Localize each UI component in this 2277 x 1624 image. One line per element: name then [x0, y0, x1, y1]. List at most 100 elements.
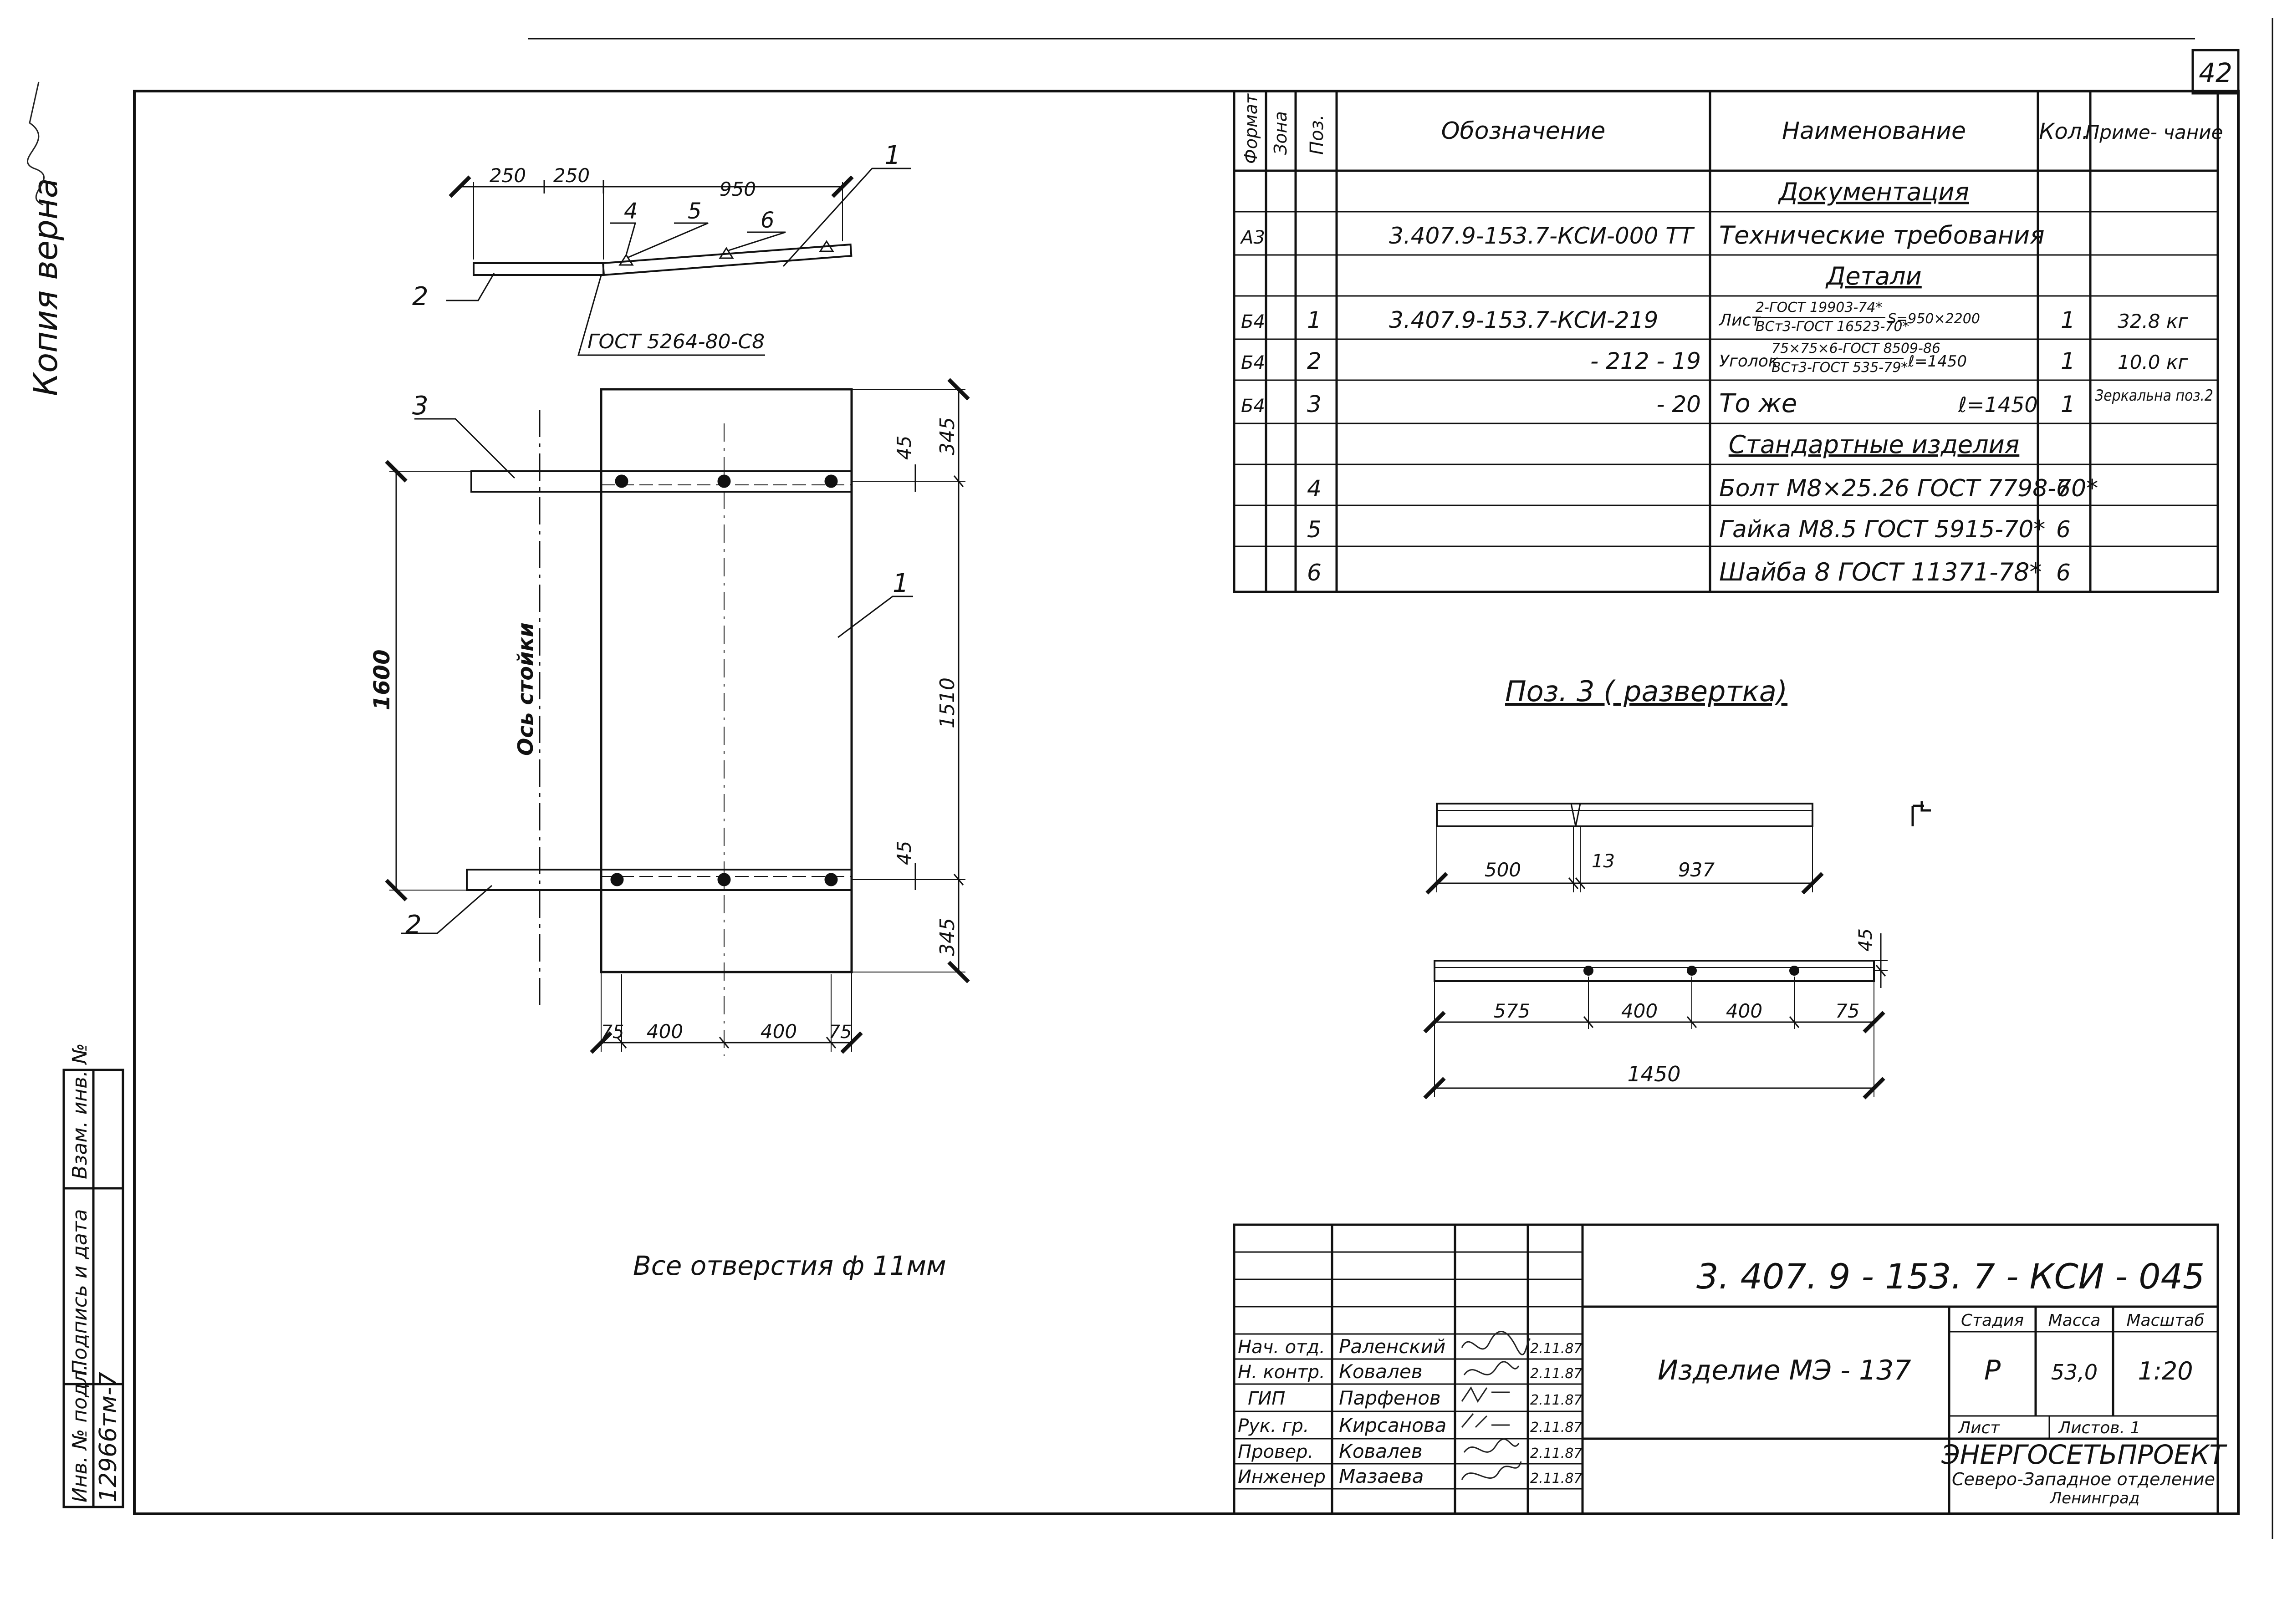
- signer-role: Нач. отд.: [1238, 1337, 1325, 1358]
- signer-role: Провер.: [1238, 1441, 1313, 1462]
- stage-label: Стадия: [1961, 1311, 2024, 1330]
- inventory-block: [62, 1069, 124, 1508]
- header-designation: Обозначение: [1441, 117, 1606, 145]
- header-pos: Поз.: [1307, 114, 1327, 155]
- sheet-number: 42: [2199, 57, 2232, 88]
- vzam-label: Взам. инв. №: [68, 1043, 92, 1179]
- d1-designation: 3.407.9-153.7-КСИ-219: [1389, 307, 1658, 333]
- inv-value: 12966тм-7: [95, 1372, 122, 1502]
- signer-name: Ковалев: [1339, 1440, 1422, 1462]
- dim-250-a: 250: [490, 164, 526, 187]
- header-name: Наименование: [1782, 117, 1966, 145]
- signer-role: Н. контр.: [1238, 1362, 1325, 1383]
- mass-label: Масса: [2048, 1311, 2101, 1330]
- signers: Нач. отд. Раленский 2.11.87 Н. контр. Ко…: [1238, 1335, 1583, 1487]
- d3-name-suffix: ℓ=1450: [1958, 392, 2038, 417]
- dim-75-left: 75: [601, 1022, 624, 1043]
- leader-2-top: 2: [412, 282, 429, 311]
- doc1-name: Технические требования: [1719, 221, 2045, 249]
- d3-note: Зеркальна поз.2: [2095, 387, 2213, 405]
- dim-1600: 1600: [369, 649, 395, 710]
- org-sub2: Ленинград: [2049, 1489, 2140, 1507]
- section-details: Детали: [1825, 262, 1922, 290]
- s6-pos: 6: [1307, 560, 1322, 586]
- inv-label: Инв. № подл.: [68, 1364, 92, 1502]
- side-view: [446, 168, 911, 356]
- s5-pos: 5: [1307, 516, 1322, 543]
- doc-code: 3. 407. 9 - 153. 7 - КСИ - 045: [1696, 1256, 2205, 1297]
- d3-designation: - 20: [1656, 391, 1701, 417]
- dim-250-b: 250: [553, 164, 590, 187]
- dim-75-right: 75: [829, 1022, 852, 1043]
- unfold-dim-75: 75: [1835, 1000, 1859, 1022]
- d2-name-suffix: ℓ=1450: [1908, 352, 1967, 371]
- leader-4: 4: [624, 199, 638, 224]
- dim-950: 950: [720, 178, 756, 200]
- unfold-dim-13: 13: [1592, 851, 1615, 872]
- unfold-dim-45: 45: [1855, 928, 1876, 952]
- d2-note: 10.0 кг: [2118, 351, 2188, 373]
- sheet-frame: [133, 18, 2273, 1539]
- unfold-title: Поз. 3 ( развертка): [1505, 675, 1787, 708]
- unfold-dim-575: 575: [1494, 1000, 1530, 1022]
- title-block: [1233, 1223, 2219, 1515]
- signer-date: 2.11.87: [1530, 1420, 1583, 1436]
- d2-name-top: 75×75×6-ГОСТ 8509-86: [1772, 341, 1940, 356]
- doc1-format: А3: [1240, 227, 1265, 248]
- signer-date: 2.11.87: [1530, 1392, 1583, 1408]
- d3-qty: 1: [2061, 391, 2075, 417]
- mass-value: 53,0: [2051, 1360, 2098, 1385]
- signer-role: Рук. гр.: [1238, 1415, 1309, 1436]
- d1-name-top: 2-ГОСТ 19903-74*: [1756, 300, 1882, 316]
- d2-format: Б4: [1241, 352, 1265, 373]
- org-name: ЭНЕРГОСЕТЬПРОЕКТ: [1941, 1439, 2227, 1470]
- sheet-label: Лист: [1957, 1419, 2000, 1437]
- d3-name: То же: [1719, 389, 1797, 418]
- dim-400-right: 400: [761, 1020, 797, 1043]
- header-format: Формат: [1241, 93, 1261, 164]
- spec-table: [1233, 90, 2219, 593]
- dim-400-left: 400: [647, 1020, 683, 1043]
- leader-3-plan: 3: [412, 391, 429, 421]
- axis-label: Ось стойки: [513, 622, 538, 756]
- signer-date: 2.11.87: [1530, 1366, 1583, 1382]
- org-sub1: Северо-Западное отделение: [1952, 1469, 2215, 1489]
- sheets-label: Листов. 1: [2057, 1419, 2140, 1437]
- scale-label: Масштаб: [2126, 1311, 2204, 1330]
- plan-view: [385, 378, 970, 1056]
- section-standard: Стандартные изделия: [1729, 430, 2020, 459]
- signer-role: Инженер: [1238, 1466, 1326, 1487]
- signature-scribbles: [1461, 1331, 1531, 1480]
- dim-45-top: 45: [893, 436, 915, 460]
- leader-5: 5: [688, 199, 702, 224]
- s5-name: Гайка М8.5 ГОСТ 5915-70*: [1719, 516, 2045, 543]
- d2-name-prefix: Уголок: [1719, 352, 1778, 371]
- section-docs: Документация: [1778, 178, 1969, 206]
- d1-name-suffix: S=950×2200: [1888, 311, 1980, 327]
- doc1-designation: 3.407.9-153.7-КСИ-000 ТТ: [1389, 223, 1695, 249]
- unfold-dim-1450: 1450: [1627, 1062, 1680, 1086]
- d2-designation: - 212 - 19: [1590, 348, 1701, 374]
- signer-name: Парфенов: [1339, 1387, 1441, 1409]
- header-note: Приме- чание: [2085, 121, 2223, 143]
- signer-name: Мазаева: [1339, 1465, 1424, 1487]
- stamp-signature-icon: [27, 81, 45, 206]
- s6-name: Шайба 8 ГОСТ 11371-78*: [1719, 558, 2042, 586]
- leader-1-plan: 1: [893, 569, 909, 598]
- d1-pos: 1: [1307, 307, 1322, 333]
- holes-note: Все отверстия ф 11мм: [633, 1250, 946, 1281]
- signer-date: 2.11.87: [1530, 1341, 1583, 1357]
- dim-345-top: 345: [936, 417, 959, 455]
- header-qty: Кол.: [2039, 119, 2088, 144]
- stage-value: Р: [1984, 1354, 2001, 1386]
- dim-345-bot: 345: [936, 918, 959, 956]
- item-name: Изделие МЭ - 137: [1658, 1354, 1911, 1386]
- weld-note: ГОСТ 5264-80-С8: [587, 330, 765, 353]
- s5-qty: 6: [2056, 516, 2071, 543]
- d1-qty: 1: [2061, 307, 2075, 333]
- leader-2-plan: 2: [405, 910, 422, 940]
- s6-qty: 6: [2056, 560, 2071, 586]
- sign-date-label: Подпись и дата: [68, 1209, 92, 1375]
- unfold-dim-500: 500: [1485, 859, 1521, 881]
